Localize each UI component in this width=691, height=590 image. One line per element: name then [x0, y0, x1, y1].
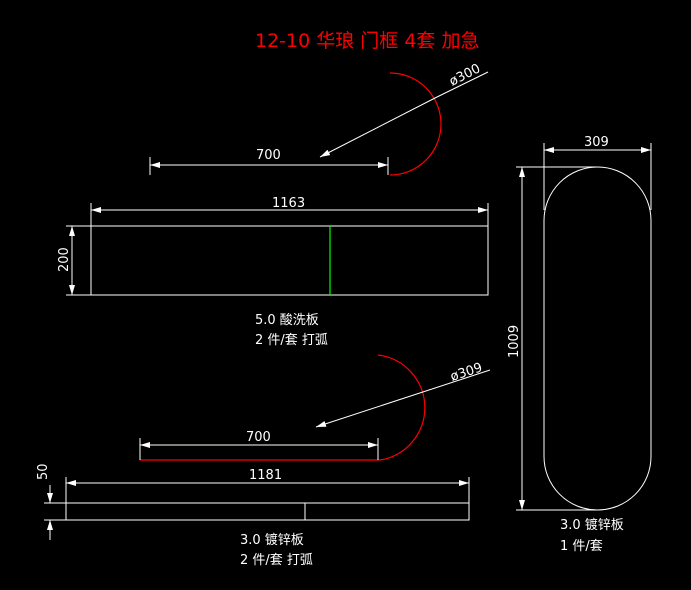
part2-length-dim: 1181	[249, 468, 282, 483]
part1-chord-dim: 700	[256, 148, 281, 163]
drawing-title: 12-10 华琅 门框 4套 加急	[255, 30, 479, 52]
part1-length-dim: 1163	[272, 196, 305, 211]
part3-material: 3.0 镀锌板	[560, 517, 624, 533]
part3-height-dim: 1009	[507, 325, 522, 358]
part1-arc	[389, 72, 442, 176]
part3: 309 1009 3.0 镀锌板 1 件/套	[507, 135, 652, 554]
part2-arc	[377, 354, 426, 461]
part2-chord-dim: 700	[246, 430, 271, 445]
part2: ø309 700 1181 50 3.0 镀锌板 2 件/套 打弧	[36, 354, 491, 568]
part1-arc-dim: ø300	[447, 61, 483, 89]
part1-material: 5.0 酸洗板	[255, 313, 319, 328]
part3-plate	[543, 166, 652, 511]
part2-qty: 2 件/套 打弧	[240, 552, 313, 568]
part2-material: 3.0 镀锌板	[240, 532, 304, 548]
part2-arc-dim: ø309	[449, 360, 485, 384]
part1-height-dim: 200	[57, 247, 72, 272]
part1-qty: 2 件/套 打弧	[255, 332, 328, 348]
part2-height-dim: 50	[36, 463, 51, 480]
part3-width-dim: 309	[584, 135, 609, 150]
part1-leader	[319, 96, 438, 158]
part2-leader	[315, 388, 433, 428]
part1: ø300 700 1163 200 5.0 酸洗板 2 件/套 打弧	[57, 61, 489, 348]
part3-qty: 1 件/套	[560, 538, 603, 554]
part2-plate	[65, 502, 470, 521]
part1-plate	[90, 225, 489, 296]
